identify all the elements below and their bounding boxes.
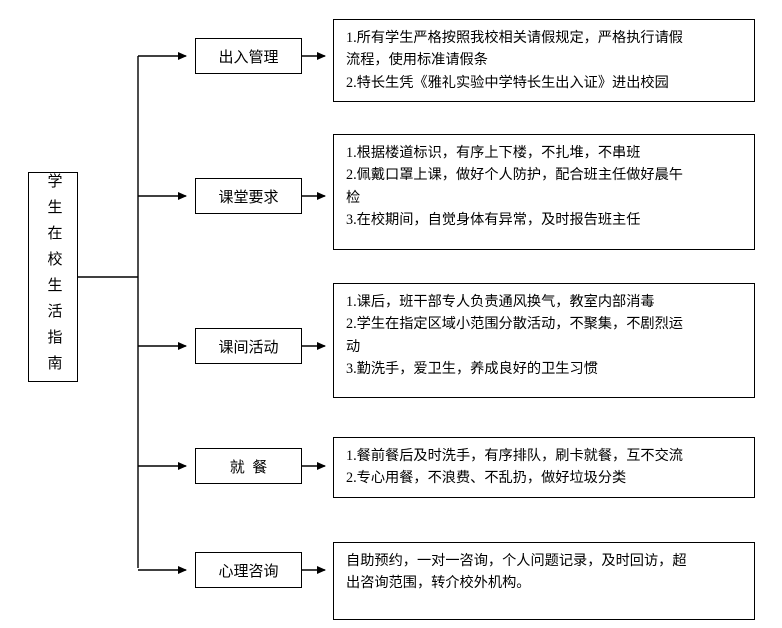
content-line: 2.特长生凭《雅礼实验中学特长生出入证》进出校园 <box>346 74 669 91</box>
content-box-break-activities[interactable]: 1.课后，班干部专人负责通风换气，教室内部消毒 2.学生在指定区域小范围分散活动… <box>333 283 755 398</box>
content-line: 2.学生在指定区域小范围分散活动，不聚集，不剧烈运 <box>346 316 683 333</box>
content-line: 1.课后，班干部专人负责通风换气，教室内部消毒 <box>346 294 655 310</box>
category-label: 课间活动 <box>218 339 279 356</box>
content-line: 自助预约，一对一咨询，个人问题记录，及时回访，超 <box>346 553 687 569</box>
category-box-break-activities[interactable]: 课间活动 <box>195 328 302 364</box>
content-line: 出咨询范围，转介校外机构。 <box>346 575 531 592</box>
category-box-psychological-counseling[interactable]: 心理咨询 <box>195 552 302 588</box>
content-line: 动 <box>346 338 361 355</box>
content-line: 检 <box>346 189 361 206</box>
category-label: 课堂要求 <box>218 189 279 206</box>
content-box-psychological-counseling[interactable]: 自助预约，一对一咨询，个人问题记录，及时回访，超 出咨询范围，转介校外机构。 <box>333 542 755 620</box>
category-label: 就 餐 <box>229 459 268 476</box>
category-box-entry-management[interactable]: 出入管理 <box>195 38 302 74</box>
content-line: 流程，使用标准请假条 <box>346 52 488 69</box>
root-node[interactable]: 学生在校生活指南 <box>28 172 78 382</box>
content-box-entry-management[interactable]: 1.所有学生严格按照我校相关请假规定，严格执行请假 流程，使用标准请假条 2.特… <box>333 19 755 102</box>
category-box-dining[interactable]: 就 餐 <box>195 448 302 484</box>
category-box-classroom-requirements[interactable]: 课堂要求 <box>195 178 302 214</box>
category-label: 心理咨询 <box>218 563 279 580</box>
content-line: 3.勤洗手，爱卫生，养成良好的卫生习惯 <box>346 361 598 378</box>
content-line: 1.餐前餐后及时洗手，有序排队，刷卡就餐，互不交流 <box>346 448 683 464</box>
content-line: 2.专心用餐，不浪费、不乱扔，做好垃圾分类 <box>346 470 627 487</box>
category-label: 出入管理 <box>218 49 279 66</box>
content-line: 1.根据楼道标识，有序上下楼，不扎堆，不串班 <box>346 145 641 161</box>
content-box-dining[interactable]: 1.餐前餐后及时洗手，有序排队，刷卡就餐，互不交流 2.专心用餐，不浪费、不乱扔… <box>333 437 755 498</box>
content-line: 1.所有学生严格按照我校相关请假规定，严格执行请假 <box>346 30 683 46</box>
content-line: 2.佩戴口罩上课，做好个人防护，配合班主任做好晨午 <box>346 167 683 184</box>
content-box-classroom-requirements[interactable]: 1.根据楼道标识，有序上下楼，不扎堆，不串班 2.佩戴口罩上课，做好个人防护，配… <box>333 134 755 250</box>
content-line: 3.在校期间，自觉身体有异常，及时报告班主任 <box>346 212 641 229</box>
root-node-label: 学生在校生活指南 <box>45 173 62 381</box>
